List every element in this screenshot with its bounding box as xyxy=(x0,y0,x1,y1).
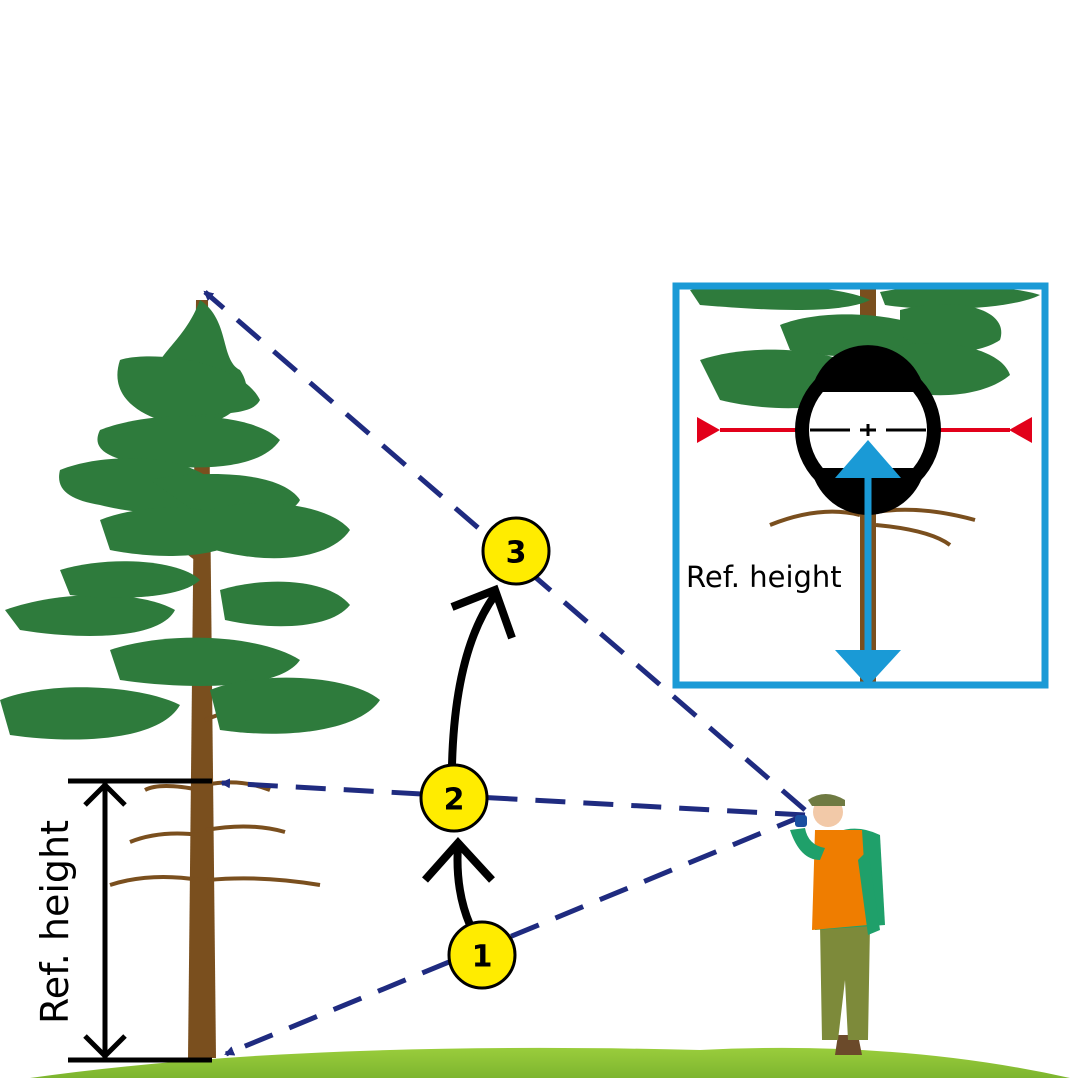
step-2-number: 2 xyxy=(444,783,465,818)
step-1-number: 1 xyxy=(472,940,493,975)
tree-ref-height-label: Ref. height xyxy=(33,820,77,1024)
step-1: 1 xyxy=(447,920,517,990)
ground xyxy=(30,1047,1070,1078)
step-arrows xyxy=(422,584,516,927)
tree-foliage xyxy=(0,300,380,740)
step-2: 2 xyxy=(419,763,489,833)
crosshair-left-marker xyxy=(697,417,720,443)
sight-line-ref xyxy=(220,778,806,818)
inset-ref-height-label: Ref. height xyxy=(686,560,842,594)
pine-tree xyxy=(0,300,380,1058)
step-3: 3 xyxy=(481,516,551,586)
scope-view-inset: Ref. height xyxy=(672,282,1049,689)
person-with-hypsometer xyxy=(790,794,885,1055)
step-3-number: 3 xyxy=(506,536,527,571)
inset-frame xyxy=(672,282,1049,689)
hypsometer-icon xyxy=(795,815,807,827)
crosshair-right-marker xyxy=(1009,417,1032,443)
sight-line-base xyxy=(224,812,806,1057)
ref-height-bracket xyxy=(68,778,212,1063)
